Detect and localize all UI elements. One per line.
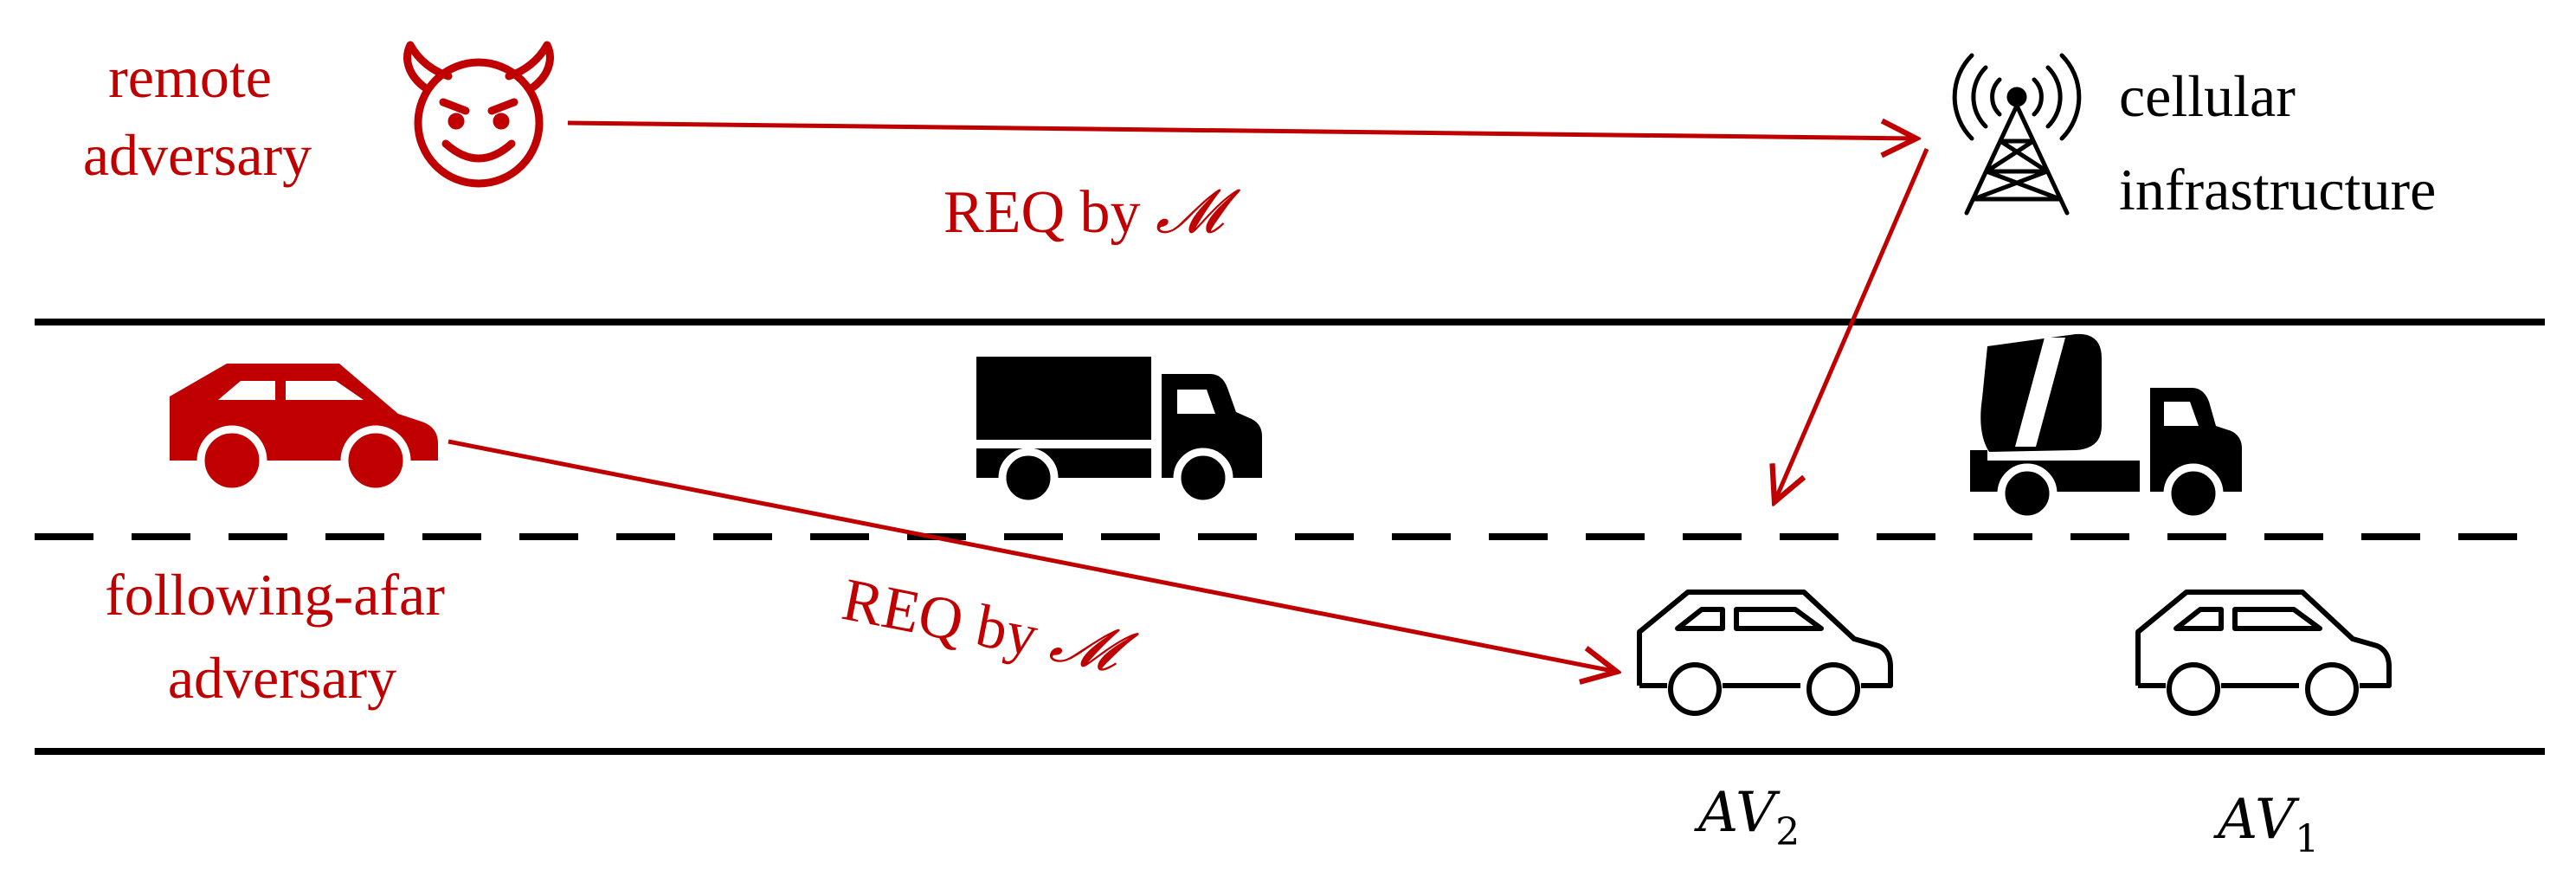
av1-car-outline-icon bbox=[2135, 590, 2392, 716]
cellular-to-av2-arrow bbox=[1774, 148, 1929, 502]
cell-tower-icon bbox=[1952, 53, 2082, 216]
remote-to-cellular-arrow bbox=[567, 123, 1916, 139]
av2-car-outline-icon bbox=[1637, 590, 1893, 716]
following-car-to-av2-arrow bbox=[448, 439, 1617, 672]
req-following-label: REQ by 𝓜 bbox=[837, 563, 1143, 690]
attacker-car-icon bbox=[170, 364, 438, 496]
truck-icon bbox=[976, 357, 1262, 508]
av1-label: AV1 bbox=[2213, 788, 2319, 861]
cement-mixer-icon bbox=[1970, 333, 2242, 524]
cellular-infrastructure-label: cellular infrastructure bbox=[2119, 63, 2436, 222]
devil-face-icon bbox=[403, 41, 554, 188]
following-afar-adversary-label: following-afar adversary bbox=[105, 562, 460, 711]
remote-adversary-label: remote adversary bbox=[83, 44, 312, 188]
av2-label: AV2 bbox=[1694, 781, 1800, 854]
req-remote-label: REQ by 𝓜 bbox=[943, 176, 1241, 247]
